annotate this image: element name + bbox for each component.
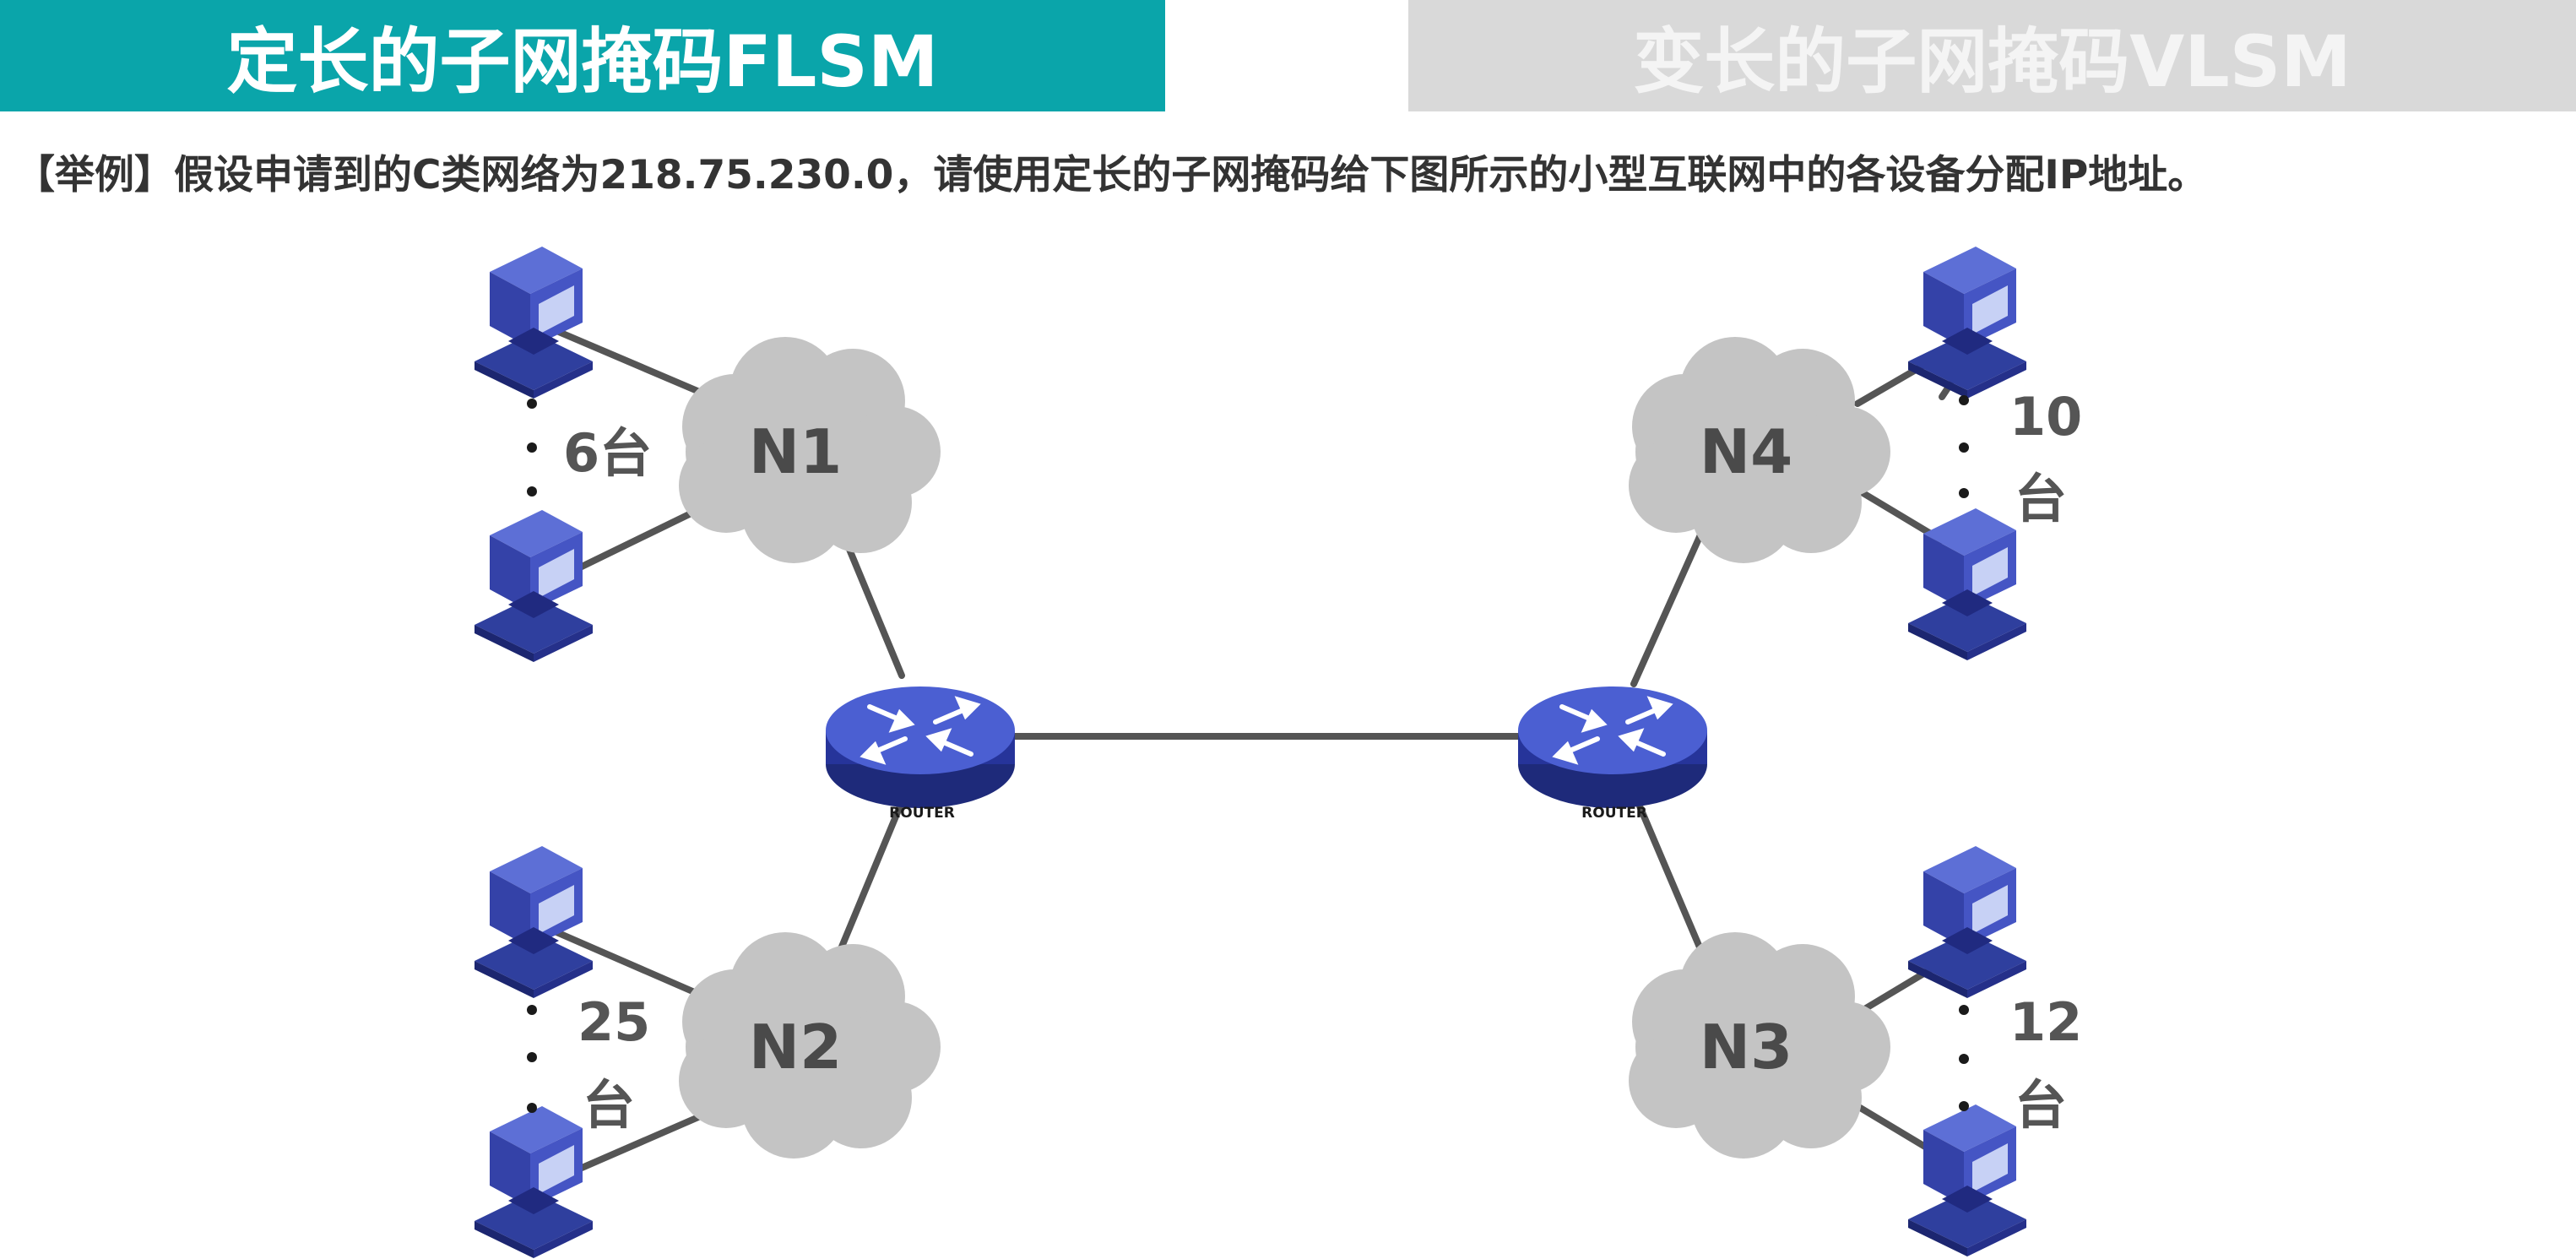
network-n4-label: N4 xyxy=(1700,416,1792,487)
tab-vlsm[interactable]: 变长的子网掩码VLSM xyxy=(1408,0,2576,111)
router-right-icon xyxy=(1518,686,1707,808)
n4-host-unit: 台 xyxy=(2015,468,2067,529)
pc-n4-top-icon xyxy=(1908,247,2026,399)
network-n1-label: N1 xyxy=(749,416,842,487)
n3-host-count: 12 xyxy=(2009,991,2082,1053)
pc-n3-bottom-icon xyxy=(1908,1104,2026,1256)
network-n2-label: N2 xyxy=(749,1012,842,1083)
pc-n1-top-icon xyxy=(475,247,593,399)
n2-host-count: 25 xyxy=(578,991,650,1053)
pc-n2-top-icon xyxy=(475,846,593,998)
pc-n2-bottom-icon xyxy=(475,1106,593,1258)
network-n3-label: N3 xyxy=(1700,1012,1792,1083)
example-question: 【举例】假设申请到的C类网络为218.75.230.0，请使用定长的子网掩码给下… xyxy=(15,152,2208,198)
ellipsis-dots xyxy=(527,395,1969,1113)
router-left-icon xyxy=(826,686,1015,808)
pc-n3-top-icon xyxy=(1908,846,2026,998)
pc-n1-bottom-icon xyxy=(475,510,593,662)
n1-host-count: 6台 xyxy=(563,422,652,484)
router-right-label: ROUTER xyxy=(1581,805,1647,822)
n2-host-unit: 台 xyxy=(583,1074,635,1136)
n4-host-count: 10 xyxy=(2009,386,2082,448)
tab-flsm[interactable]: 定长的子网掩码FLSM xyxy=(0,0,1165,111)
router-left-label: ROUTER xyxy=(889,805,955,822)
n3-host-unit: 台 xyxy=(2015,1074,2067,1136)
